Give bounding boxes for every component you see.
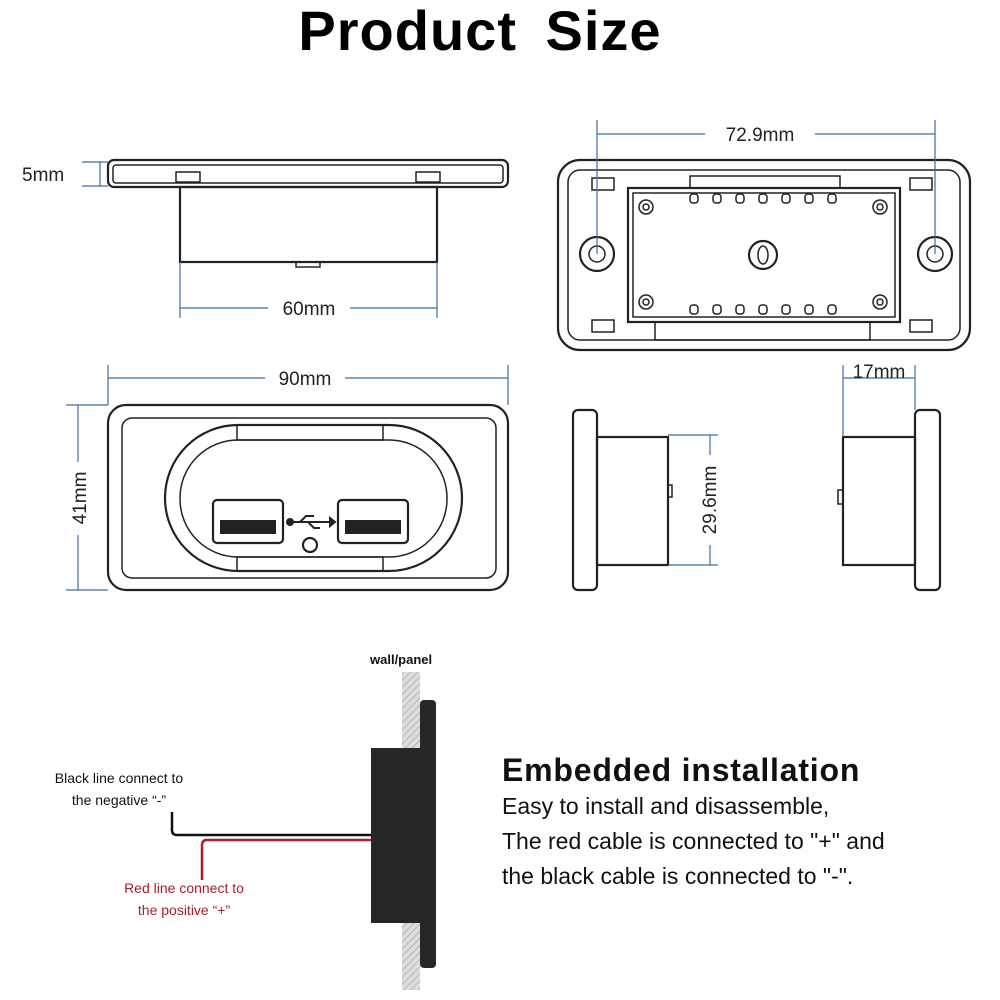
- black-line-label-1: Black line connect to: [55, 770, 184, 786]
- red-wire: [200, 838, 371, 880]
- red-line-label-2: the positive “+”: [138, 902, 231, 918]
- led-indicator-icon: [301, 536, 319, 554]
- page-title: Product Size: [298, 0, 662, 62]
- dim-hole-spacing: 72.9mm: [726, 125, 795, 146]
- device-body: [371, 748, 423, 923]
- side-view-right: 17mm: [837, 362, 942, 592]
- dim-flange-thickness: 5mm: [22, 165, 64, 186]
- top-view: 5mm 60mm: [22, 158, 510, 320]
- dim-body-height: 29.6mm: [700, 466, 721, 535]
- side-view-left: 29.6mm: [571, 408, 721, 592]
- black-line-label-2: the negative “-”: [72, 792, 166, 808]
- dim-overall-width: 90mm: [279, 369, 332, 390]
- dim-body-depth: 17mm: [853, 362, 906, 383]
- install-heading: Embedded installation: [502, 752, 861, 788]
- front-view: 90mm 41mm: [66, 365, 510, 592]
- install-desc-3: the black cable is connected to "-".: [502, 863, 854, 889]
- back-view: 72.9mm: [556, 120, 972, 352]
- install-desc-1: Easy to install and disassemble,: [502, 793, 830, 819]
- usb-symbol-icon: [286, 515, 337, 529]
- red-line-label-1: Red line connect to: [124, 880, 244, 896]
- dim-body-width: 60mm: [283, 299, 336, 320]
- wall-panel-label: wall/panel: [369, 652, 432, 667]
- dim-overall-height: 41mm: [70, 472, 91, 525]
- install-desc-2: The red cable is connected to "+" and: [502, 828, 885, 854]
- device-flange: [420, 700, 436, 968]
- black-wire: [170, 812, 371, 837]
- installation-diagram: wall/panel Black line connect to the neg…: [55, 652, 436, 990]
